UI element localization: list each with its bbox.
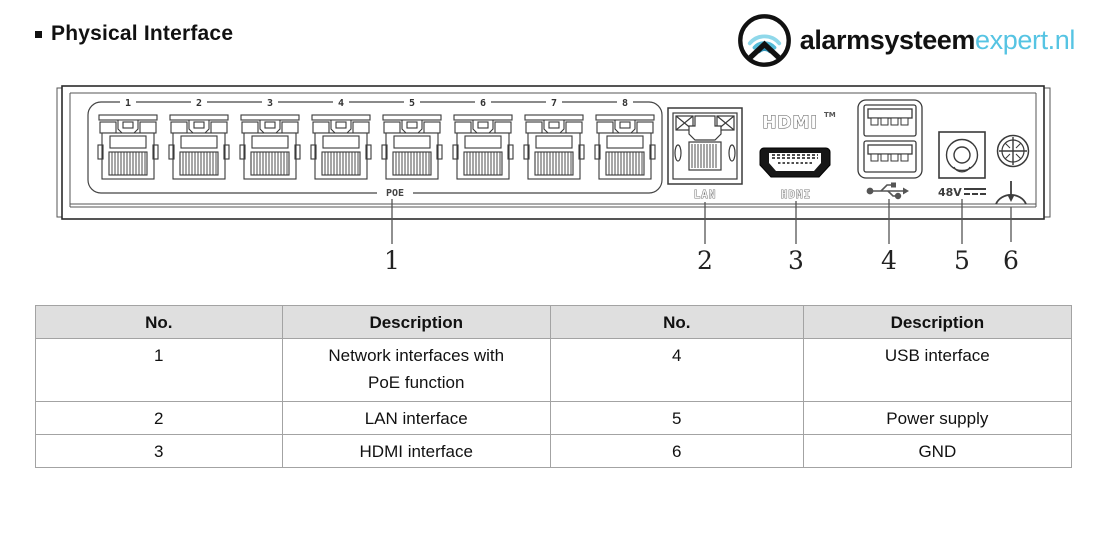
hdmi-tm-mark: TM	[824, 111, 836, 119]
dc-symbol-icon	[964, 188, 986, 195]
callout-number-6: 6	[1003, 246, 1019, 275]
rj45-port-3	[239, 114, 301, 180]
lan-label: LAN	[694, 188, 717, 201]
callout-number-1: 1	[384, 246, 400, 275]
power-voltage-label: 48V	[938, 186, 986, 199]
column-header-description-2: Description	[802, 305, 1073, 339]
device-rear-panel-diagram: 1 2 3 4 5 6 7 8 POE LAN	[56, 85, 1051, 275]
table-header-row: No. Description No. Description	[35, 305, 1073, 339]
gnd-screw	[996, 134, 1030, 168]
cell-no: 2	[35, 401, 283, 435]
square-bullet-icon	[35, 30, 42, 38]
hdmi-port	[759, 147, 831, 178]
usb-trident-icon	[866, 182, 909, 200]
brand-name-bold: alarmsysteem	[799, 25, 976, 55]
cell-no: 1	[35, 338, 283, 402]
brand-name-light: expert.nl	[975, 25, 1075, 55]
svg-text:48V: 48V	[938, 186, 962, 199]
interface-description-table: No. Description No. Description 1 Networ…	[35, 305, 1073, 468]
rj45-port-4	[310, 114, 372, 180]
poe-port-number: 1	[125, 98, 131, 109]
poe-port-number: 7	[551, 98, 557, 109]
power-jack	[938, 131, 986, 179]
cell-description: USB interface	[802, 338, 1073, 402]
svg-text:HDMI: HDMI	[762, 113, 818, 133]
rj45-port-8	[594, 114, 656, 180]
column-header-description-1: Description	[281, 305, 551, 339]
hdmi-label: HDMI	[781, 188, 812, 201]
column-header-no-1: No.	[35, 305, 283, 339]
hdmi-logo: HDMI TM	[762, 111, 836, 134]
page-title: Physical Interface	[51, 22, 234, 45]
page-title-row: Physical Interface	[35, 22, 233, 46]
poe-port-number: 3	[267, 98, 273, 109]
cell-description: HDMI interface	[281, 434, 551, 468]
column-header-no-2: No.	[549, 305, 804, 339]
table-row: 2 LAN interface 5 Power supply	[35, 401, 1073, 435]
usb-ports	[857, 99, 923, 179]
rj45-port-6	[452, 114, 514, 180]
poe-port-number: 8	[622, 98, 628, 109]
brand-name: alarmsysteemexpert.nl	[799, 25, 1076, 56]
rj45-port-5	[381, 114, 443, 180]
cell-no: 6	[549, 434, 804, 468]
poe-port-group: 1 2 3 4 5 6 7 8 POE	[87, 96, 663, 199]
cell-description: Network interfaces with PoE function	[281, 338, 551, 402]
poe-port-number: 2	[196, 98, 202, 109]
callout-number-4: 4	[881, 246, 897, 275]
ground-symbol-icon	[995, 181, 1027, 205]
cell-no: 3	[35, 434, 283, 468]
cell-description: Power supply	[802, 401, 1073, 435]
lan-port	[667, 107, 743, 185]
brand-logo: alarmsysteemexpert.nl	[736, 12, 1075, 69]
table-row: 3 HDMI interface 6 GND	[35, 434, 1073, 468]
callout-number-2: 2	[697, 246, 713, 275]
callout-lines	[391, 199, 1012, 244]
callout-number-3: 3	[788, 246, 804, 275]
cell-no: 4	[549, 338, 804, 402]
callout-number-5: 5	[954, 246, 970, 275]
poe-port-number: 5	[409, 98, 415, 109]
rj45-port-1	[97, 114, 159, 180]
cell-description: GND	[802, 434, 1073, 468]
wifi-circle-icon	[737, 14, 791, 67]
rj45-port-7	[523, 114, 585, 180]
cell-description: LAN interface	[281, 401, 551, 435]
cell-no: 5	[549, 401, 804, 435]
rj45-port-2	[168, 114, 230, 180]
poe-group-label: POE	[386, 188, 404, 199]
poe-port-number: 6	[480, 98, 486, 109]
table-row: 1 Network interfaces with PoE function 4…	[35, 338, 1073, 402]
poe-port-number: 4	[338, 98, 344, 109]
